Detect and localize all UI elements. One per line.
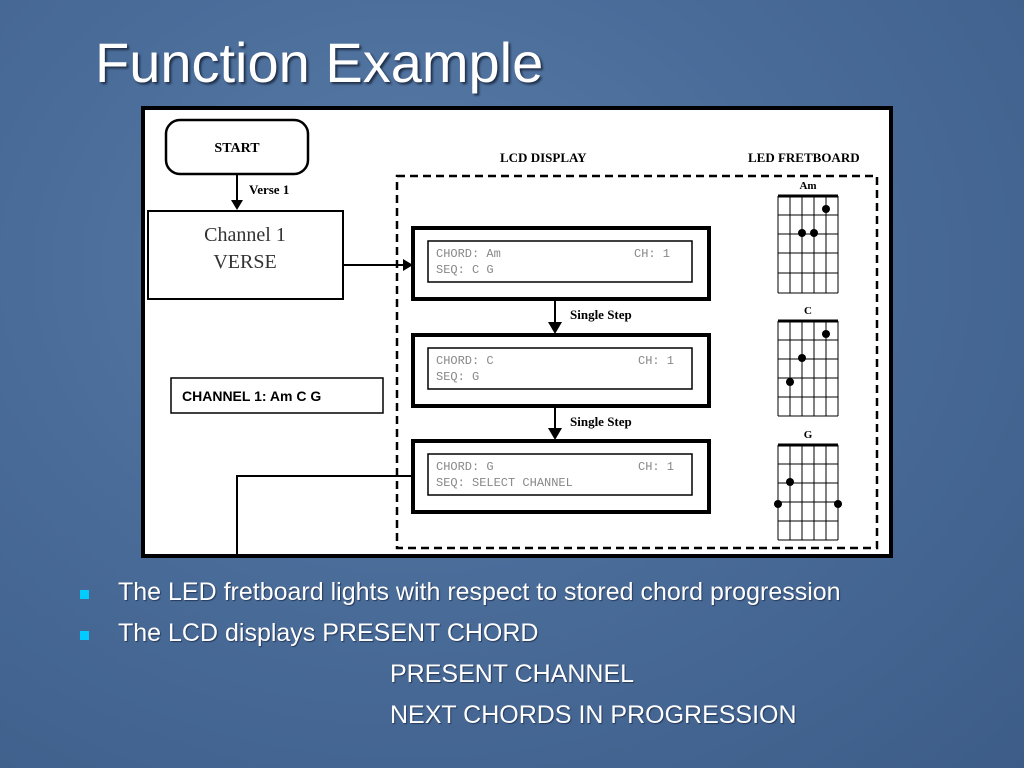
bullet-text-1: The LED fretboard lights with respect to…: [118, 578, 841, 606]
start-label: START: [214, 141, 260, 156]
bullet-item-2-line-2: PRESENT CHANNEL: [80, 660, 1000, 701]
single-step-label-2: Single Step: [570, 414, 632, 429]
channel-list-box: [170, 377, 384, 414]
lcd-3-chord: CHORD: G: [436, 460, 494, 474]
lcd-inner-3: [427, 453, 693, 496]
verse-label: Verse 1: [249, 182, 289, 197]
fretboard-g: [774, 443, 842, 541]
step-arrowhead-1: [548, 322, 562, 334]
fret-dot: [822, 330, 830, 338]
diagram-canvas: START Verse 1 Channel 1 VERSE CHANNEL 1:…: [147, 118, 879, 554]
bullet-item-1: The LED fretboard lights with respect to…: [80, 578, 1000, 619]
lcd-3-channel: CH: 1: [638, 460, 674, 474]
fret-dot: [774, 500, 782, 508]
lcd-inner-1: [427, 240, 693, 283]
channel-box-line2: VERSE: [213, 251, 276, 273]
bullet-list: The LED fretboard lights with respect to…: [80, 578, 1000, 742]
lcd-display-label: LCD DISPLAY: [500, 150, 587, 165]
lcd-2-seq: SEQ: G: [436, 370, 479, 384]
fretboard-c-label: C: [804, 305, 812, 317]
arrowhead-lcd: [403, 259, 413, 271]
lcd-dashed-region: [395, 174, 879, 550]
fretboard-c: [777, 319, 839, 417]
arrowhead-start: [231, 200, 243, 210]
step-arrowhead-2: [548, 428, 562, 440]
bullet-item-2: The LCD displays PRESENT CHORD: [80, 619, 1000, 660]
return-line: [236, 475, 413, 554]
function-diagram: START Verse 1 Channel 1 VERSE CHANNEL 1:…: [141, 106, 893, 558]
fret-dot: [810, 229, 818, 237]
bullet-text-2: The LCD displays PRESENT CHORD: [118, 619, 539, 647]
slide-title: Function Example: [95, 31, 544, 94]
fretboard-am-label: Am: [799, 180, 816, 192]
bullet-square-icon: [80, 631, 89, 640]
lcd-1-chord: CHORD: Am: [436, 247, 501, 261]
fret-dot: [834, 500, 842, 508]
lcd-inner-2: [427, 347, 693, 390]
fret-dot: [798, 229, 806, 237]
channel-list-label: CHANNEL 1: Am C G: [182, 388, 321, 404]
fret-dot: [786, 378, 794, 386]
bullet-text-2-line-2: PRESENT CHANNEL: [390, 660, 635, 688]
lcd-1-channel: CH: 1: [634, 247, 670, 261]
channel-verse-box: [147, 210, 344, 300]
lcd-3-seq: SEQ: SELECT CHANNEL: [436, 476, 573, 490]
fretboard-am: [777, 194, 839, 294]
lcd-2-chord: CHORD: C: [436, 354, 494, 368]
bullet-square-icon: [80, 590, 89, 599]
led-fretboard-label: LED FRETBOARD: [748, 150, 860, 165]
bullet-item-2-line-3: NEXT CHORDS IN PROGRESSION: [80, 701, 1000, 742]
channel-box-line1: Channel 1: [204, 224, 286, 246]
single-step-label-1: Single Step: [570, 307, 632, 322]
lcd-2-channel: CH: 1: [638, 354, 674, 368]
fretboard-g-label: G: [804, 429, 813, 441]
lcd-1-seq: SEQ: C G: [436, 263, 494, 277]
bullet-text-2-line-3: NEXT CHORDS IN PROGRESSION: [390, 701, 797, 729]
fret-dot: [786, 478, 794, 486]
fret-dot: [822, 205, 830, 213]
fret-dot: [798, 354, 806, 362]
